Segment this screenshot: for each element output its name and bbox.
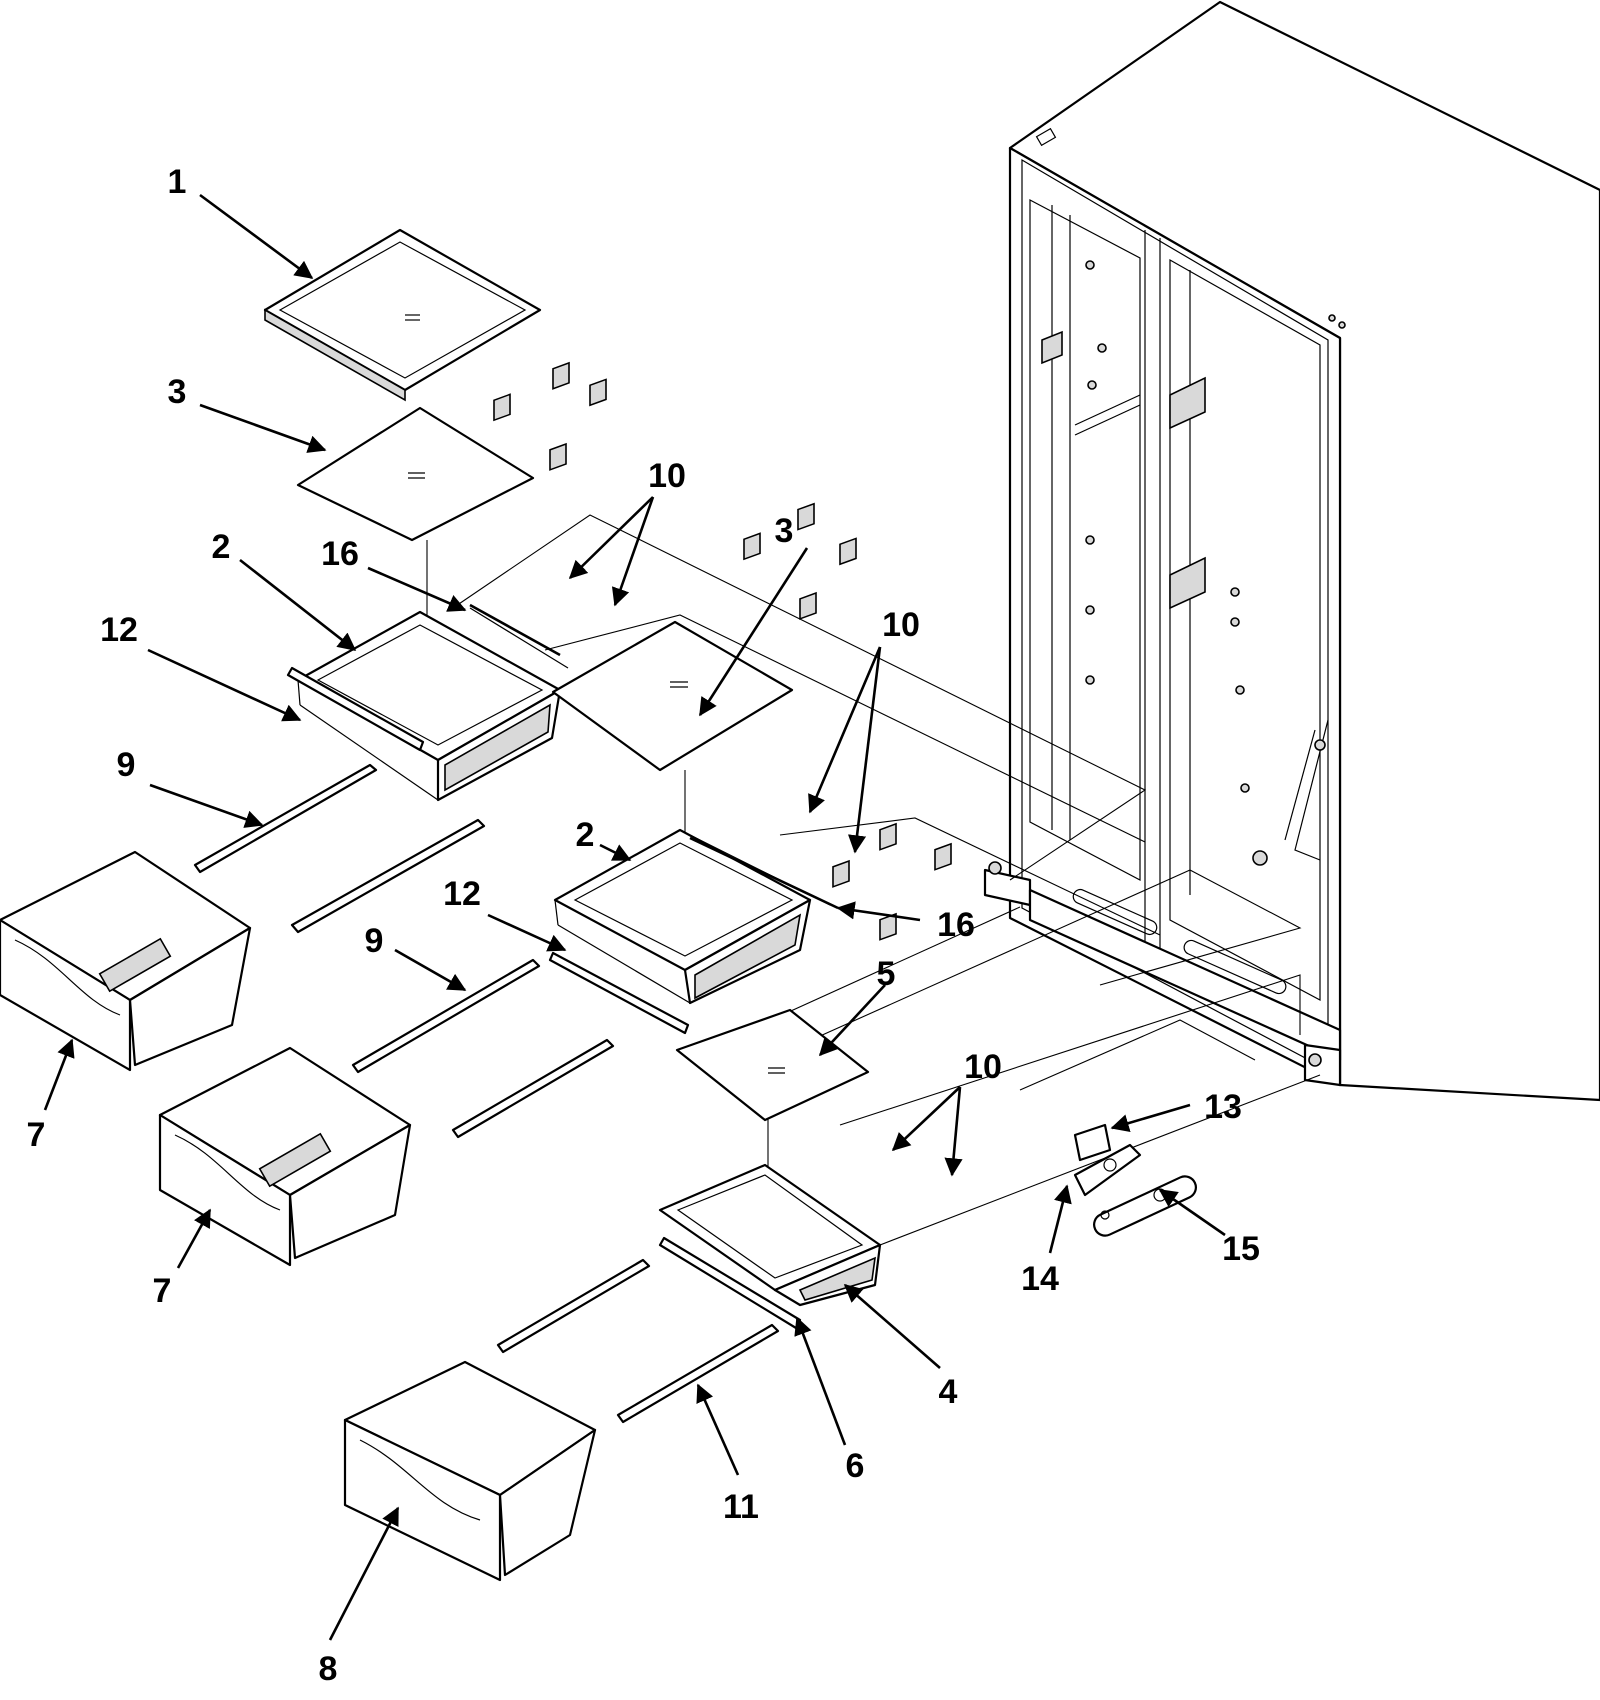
callout-1: 1 <box>168 163 187 201</box>
crisper-drawer-8[interactable] <box>343 1360 597 1582</box>
callout-2-upper: 2 <box>212 528 231 566</box>
leader-lines <box>43 193 1226 1641</box>
callout-2-middle: 2 <box>576 816 595 854</box>
crisper-cover-frame-2-middle[interactable] <box>553 828 831 1005</box>
callout-7-lower: 7 <box>153 1272 172 1310</box>
glass-shelf-5[interactable] <box>675 1008 870 1122</box>
callout-10-middle: 10 <box>882 606 920 644</box>
callout-14: 14 <box>1021 1260 1059 1298</box>
slide-rails[interactable] <box>193 603 839 1424</box>
callout-7-upper: 7 <box>27 1116 46 1154</box>
roller-assembly[interactable] <box>1073 1123 1199 1239</box>
glass-shelf-3-middle[interactable] <box>551 620 794 772</box>
callout-9-middle: 9 <box>365 922 384 960</box>
callout-3-top: 3 <box>168 373 187 411</box>
callout-10-lower: 10 <box>964 1048 1002 1086</box>
callout-3-middle: 3 <box>775 512 794 550</box>
refrigerator-cabinet <box>983 0 1600 1102</box>
projection-lines <box>426 514 1321 1246</box>
callout-16-middle: 16 <box>937 906 975 944</box>
callout-4: 4 <box>939 1373 958 1411</box>
callout-labels: 1 3 10 2 16 12 3 10 9 2 12 16 9 5 7 10 1… <box>27 163 1260 1688</box>
callout-13: 13 <box>1204 1088 1242 1126</box>
callout-15: 15 <box>1222 1230 1260 1268</box>
shelf-brackets-10[interactable] <box>493 361 952 941</box>
callout-16-upper: 16 <box>321 535 359 573</box>
shelf-assembly-1[interactable] <box>263 228 542 402</box>
callout-9-upper: 9 <box>117 746 136 784</box>
callout-11: 11 <box>723 1488 759 1526</box>
callout-10-top: 10 <box>648 457 686 495</box>
glass-shelf-3-top[interactable] <box>296 406 535 542</box>
callout-8: 8 <box>319 1650 338 1688</box>
callout-6: 6 <box>846 1447 865 1485</box>
crisper-cover-frame-2-upper[interactable] <box>296 607 569 802</box>
crisper-drawer-7-upper[interactable] <box>0 850 252 1072</box>
callout-12-upper: 12 <box>100 611 138 649</box>
crisper-cover-frame-4[interactable] <box>658 1163 882 1307</box>
callout-5: 5 <box>877 955 896 993</box>
crisper-drawer-7-lower[interactable] <box>158 1046 412 1267</box>
callout-12-middle: 12 <box>443 875 481 913</box>
